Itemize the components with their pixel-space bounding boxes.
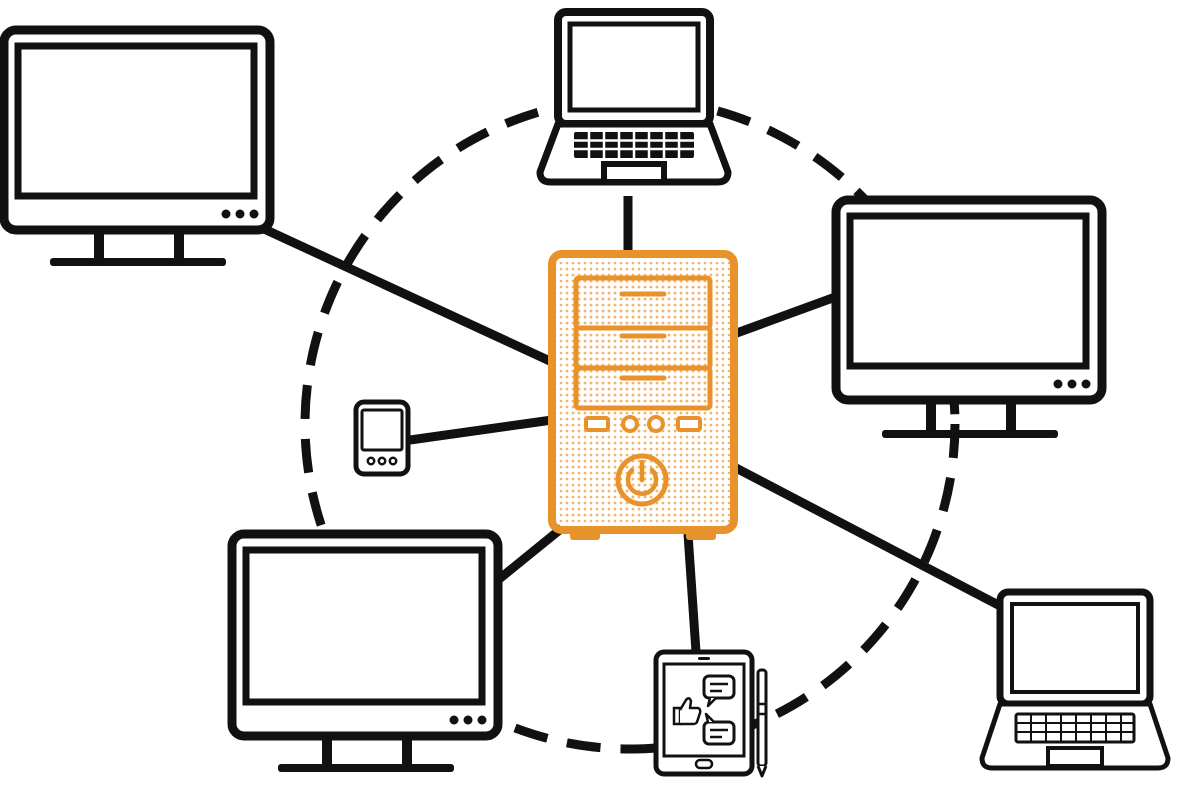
connections (260, 196, 1007, 653)
monitor-icon (227, 529, 503, 772)
link-monitor-bottom-left (495, 524, 565, 584)
laptop-icon (536, 8, 732, 186)
link-monitor-right (732, 291, 840, 339)
monitor-icon (0, 25, 275, 266)
laptop-icon (979, 588, 1171, 771)
link-tablet-bottom (683, 533, 701, 653)
server-tower-icon (548, 250, 738, 540)
link-monitor-top-left (260, 223, 554, 367)
tablet-icon (653, 649, 768, 778)
link-smartphone-left (409, 415, 553, 445)
monitor-icon (831, 195, 1107, 438)
link-laptop-bottom-right (733, 464, 1007, 612)
smartphone-icon (353, 399, 411, 477)
